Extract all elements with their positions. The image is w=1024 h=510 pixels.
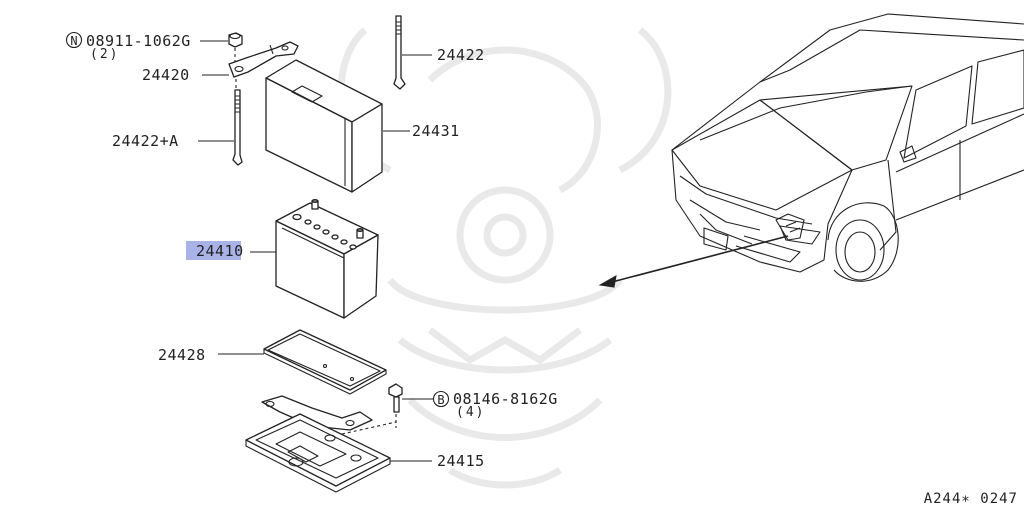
bolt-part: [388, 383, 403, 428]
watermark-emblem: [337, 27, 672, 489]
nut-quantity: (2): [90, 47, 119, 62]
bolt-part-number: 08146-8162G: [453, 390, 558, 408]
left-rod-part-number: 24422+A: [112, 132, 179, 150]
nut-circle-letter: N: [70, 34, 77, 48]
battery-tray: [245, 395, 397, 493]
cover-part-number: 24431: [412, 122, 460, 140]
right-hook-rod: [393, 15, 406, 90]
clamp-part-number: 24420: [142, 66, 190, 84]
cover-callout[interactable]: 24431: [383, 122, 460, 140]
right-rod-callout[interactable]: 24422: [402, 46, 485, 64]
right-rod-part-number: 24422: [437, 46, 485, 64]
clamp-callout[interactable]: 24420: [142, 66, 229, 84]
callout-circle: [432, 390, 450, 408]
bolt-circle-letter: B: [437, 393, 444, 407]
nut-part-number: 08911-1062G: [86, 32, 191, 50]
battery-highlight: [186, 241, 241, 260]
diagram-code: A244∗ 0247: [924, 491, 1018, 507]
clamp-part: [228, 41, 299, 78]
callout-circle: [65, 31, 83, 49]
insulator-callout[interactable]: 24428: [158, 346, 264, 364]
battery-terminals: [292, 198, 364, 250]
bolt-quantity: (4): [456, 405, 485, 420]
insulator-pad: [263, 329, 387, 395]
left-rod-callout[interactable]: 24422+A: [112, 132, 234, 150]
tray-part-number: 24415: [437, 452, 485, 470]
battery-callout[interactable]: 24410: [186, 241, 276, 260]
nut-callout[interactable]: N 08911-1062G (2): [65, 31, 229, 62]
left-hook-rod: [232, 79, 243, 166]
vehicle-illustration: [671, 13, 1024, 282]
battery: [275, 198, 379, 319]
insulator-part-number: 24428: [158, 346, 206, 364]
battery-part-number: 24410: [196, 242, 244, 260]
bolt-callout[interactable]: B 08146-8162G (4): [402, 390, 558, 420]
tray-callout[interactable]: 24415: [390, 452, 485, 470]
location-arrow: [598, 235, 789, 288]
battery-cover: [265, 59, 383, 193]
nut-part: [228, 32, 243, 62]
